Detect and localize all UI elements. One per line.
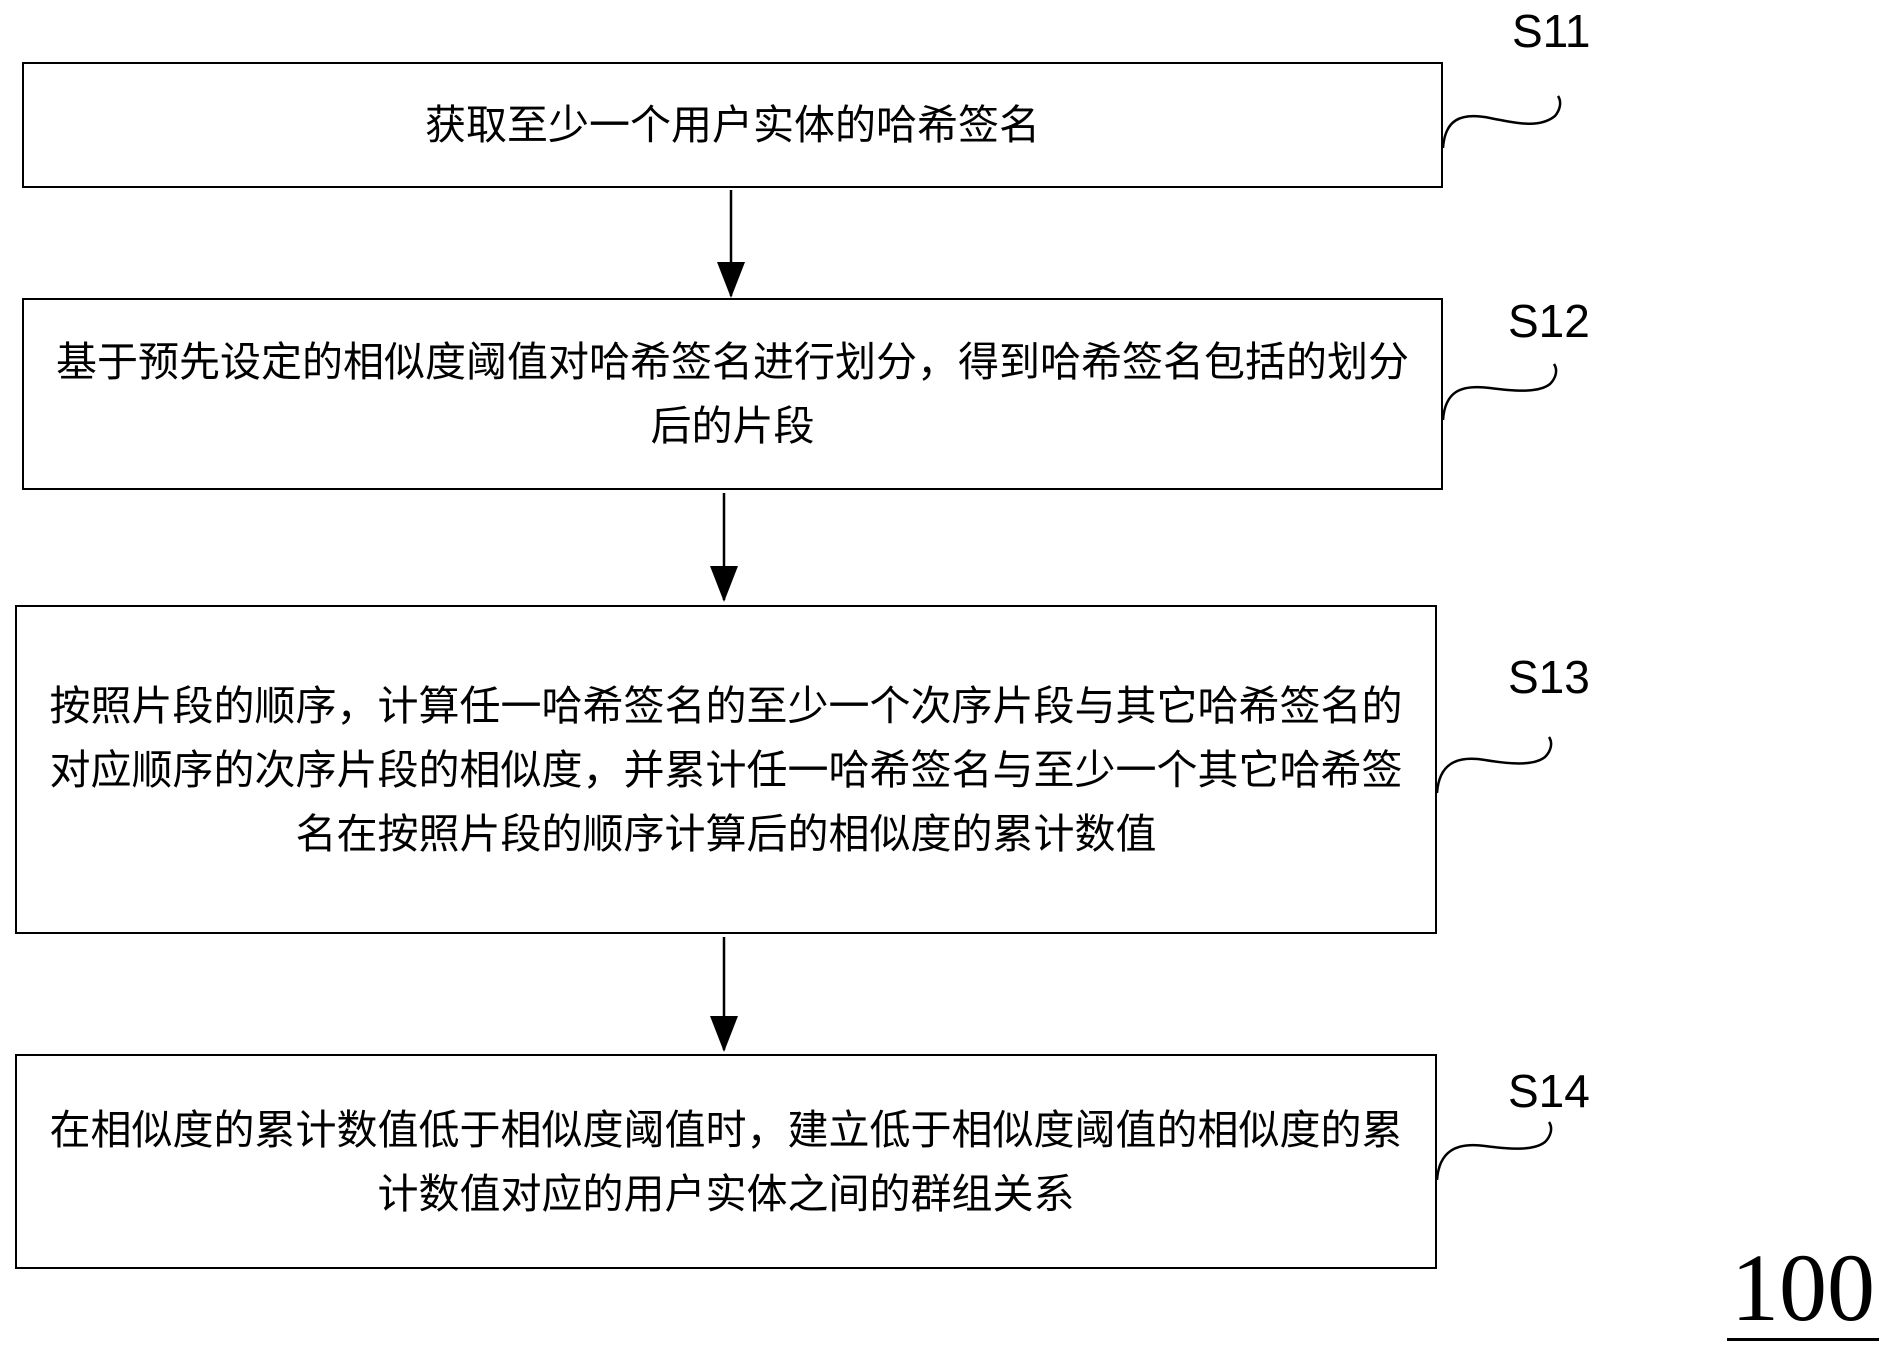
step-text-s11: 获取至少一个用户实体的哈希签名 [425,101,1040,149]
step-text-s14: 在相似度的累计数值低于相似度阈值时，建立低于相似度阈值的相似度的累计数值对应的用… [49,1105,1403,1218]
step-box-s14: 在相似度的累计数值低于相似度阈值时，建立低于相似度阈值的相似度的累计数值对应的用… [15,1054,1437,1269]
step-box-s12: 基于预先设定的相似度阈值对哈希签名进行划分，得到哈希签名包括的划分后的片段 [22,298,1443,490]
step-label-s14: S14 [1508,1065,1590,1117]
figure-number: 100 [1727,1240,1879,1341]
step-text-s13: 按照片段的顺序，计算任一哈希签名的至少一个次序片段与其它哈希签名的对应顺序的次序… [49,681,1403,858]
arrowhead-s11-s12 [717,262,745,298]
leader-s14 [1435,1121,1553,1181]
leader-s13 [1435,736,1553,794]
arrowhead-s12-s13 [710,566,738,602]
leader-s11 [1441,95,1562,149]
step-text-s12: 基于预先设定的相似度阈值对哈希签名进行划分，得到哈希签名包括的划分后的片段 [56,338,1409,450]
leader-s12 [1441,363,1558,421]
step-box-s11: 获取至少一个用户实体的哈希签名 [22,62,1443,188]
arrowhead-s13-s14 [710,1016,738,1052]
step-label-s12: S12 [1508,295,1590,347]
step-label-s11: S11 [1512,5,1591,57]
step-label-s13: S13 [1508,651,1590,703]
step-box-s13: 按照片段的顺序，计算任一哈希签名的至少一个次序片段与其它哈希签名的对应顺序的次序… [15,605,1437,934]
